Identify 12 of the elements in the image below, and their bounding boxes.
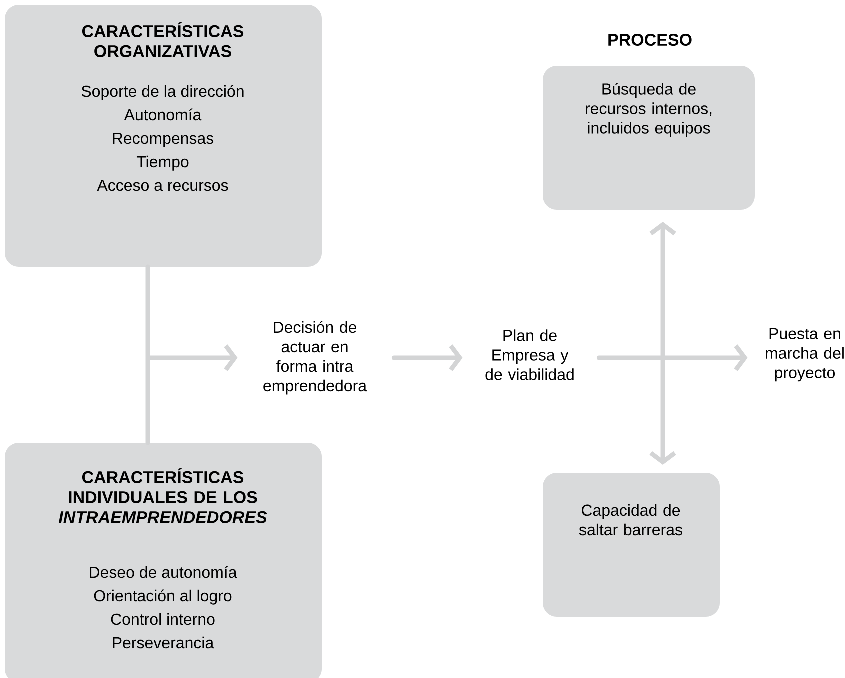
process-box: CARACTERÍSTICAS INDIVIDUALES DE LOS INTRAEMPRENDEDORES Deseo de autonomía Orientación al logro Control interno Perseverancia xyxy=(5,443,322,678)
process-box: Capacidad de saltar barreras xyxy=(543,473,720,617)
step-text: Puesta en marcha del proyecto xyxy=(766,328,844,382)
step-text: Plan de Empresa y de viabilidad xyxy=(486,330,574,380)
process-box: CARACTERÍSTICAS ORGANIZATIVAS Soporte de la dirección Autonomía Recompensas Tiempo Acceso a recursos xyxy=(5,5,322,267)
arrow xyxy=(392,344,463,372)
process-box: Búsqueda de recursos internos, incluidos equipos xyxy=(543,66,755,210)
arrow xyxy=(596,344,748,372)
section-heading: PROCESO xyxy=(608,34,692,46)
arrow xyxy=(146,264,238,446)
step-text: Decisión de actuar en forma intra emprendedora xyxy=(264,321,368,395)
arrow xyxy=(650,222,676,465)
